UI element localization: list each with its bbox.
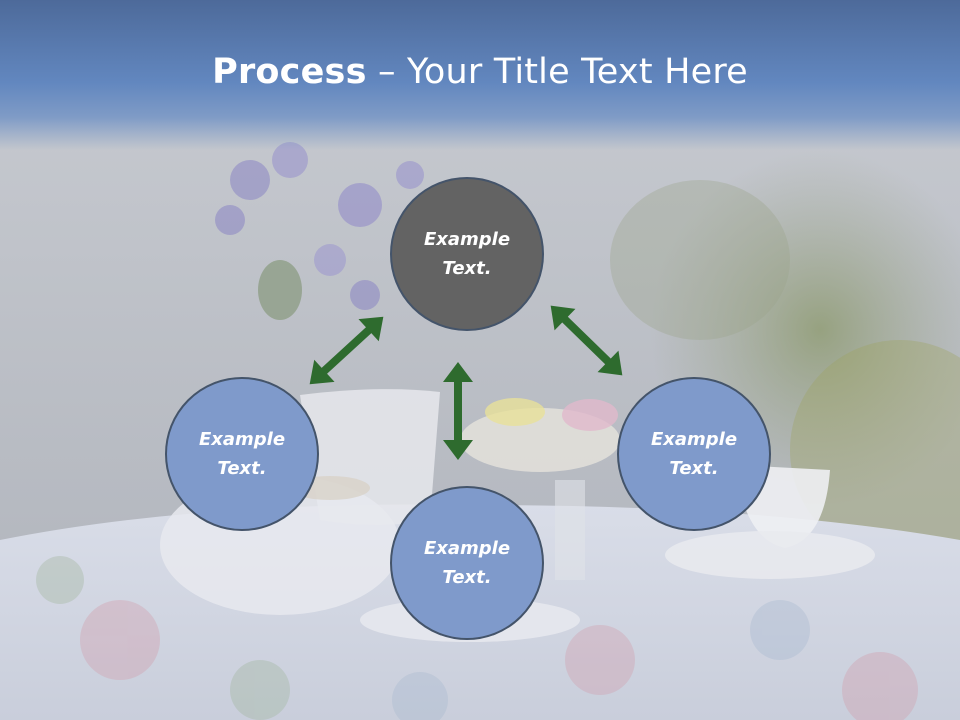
double-arrow-top-left: [309, 316, 384, 385]
slide-title-rest: – Your Title Text Here: [366, 52, 748, 92]
process-node-bottom-text: Example Text.: [423, 538, 511, 588]
process-node-right: Example Text.: [617, 377, 771, 531]
process-node-left: Example Text.: [165, 377, 319, 531]
double-arrow-top-right: [550, 305, 623, 376]
title-banner: [0, 0, 960, 150]
double-arrow-vertical: [443, 362, 473, 460]
slide-title: Process – Your Title Text Here: [0, 52, 960, 92]
process-node-bottom: Example Text.: [390, 486, 544, 640]
process-node-top-text: Example Text.: [423, 229, 511, 279]
process-node-top: Example Text.: [390, 177, 544, 331]
slide-title-bold: Process: [212, 52, 367, 92]
process-node-right-text: Example Text.: [650, 429, 738, 479]
process-node-left-text: Example Text.: [198, 429, 286, 479]
